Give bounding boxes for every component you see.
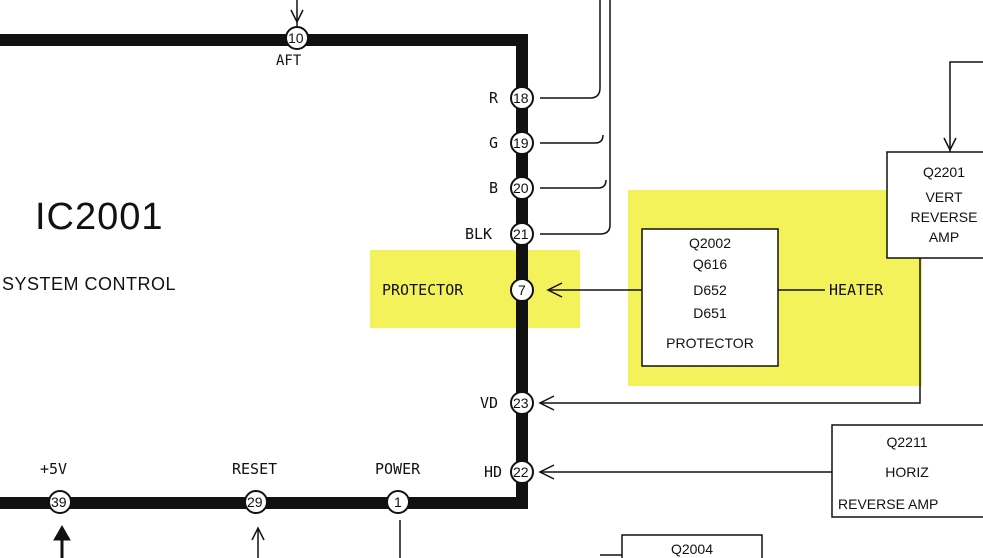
horiz-box-line-2: HORIZ (885, 464, 929, 480)
vert-box-line-2: VERT (925, 189, 963, 205)
pin-number-power: 1 (394, 494, 402, 510)
pin-circle-reset (244, 490, 268, 514)
pin-label-reset: RESET (232, 460, 278, 478)
vert-box-line-4: AMP (928, 229, 960, 245)
pin-label-blk: BLK (465, 225, 493, 243)
pin-number-hd: 22 (513, 464, 529, 480)
pin-number-vd: 23 (513, 395, 529, 411)
pin-label-vd: VD (480, 394, 499, 412)
heater-label: HEATER (829, 281, 884, 299)
pin-label-g: G (489, 134, 499, 152)
pin-label-power: POWER (375, 460, 421, 478)
pin-circle-hd (510, 460, 534, 484)
vert-box (886, 151, 983, 259)
vert-box-line-1: Q2201 (922, 164, 966, 180)
pin-number-r: 18 (513, 90, 529, 106)
pin-number-aft: 10 (288, 30, 304, 46)
pin-circle-vd (510, 391, 534, 415)
pin-circle-blk (510, 222, 534, 246)
ic-border (0, 34, 528, 509)
ic-subtitle: SYSTEM CONTROL (2, 274, 177, 294)
pin-number-protector: 7 (518, 282, 526, 298)
horiz-box-line-3: REVERSE AMP (838, 496, 939, 512)
protector-box-line-5: PROTECTOR (666, 335, 754, 351)
pin-circle-power (386, 490, 410, 514)
protector-box-line-4: D651 (693, 305, 727, 321)
pin-number-reset: 29 (247, 494, 263, 510)
pin-label-b: B (489, 179, 499, 197)
pin-number-blk: 21 (513, 226, 529, 242)
pin-circle-plus5v (48, 490, 72, 514)
protector-box (641, 228, 779, 367)
pin-circle-b (510, 176, 534, 200)
highlight-protector-pin (370, 250, 580, 328)
protector-box-line-1: Q2002 (688, 235, 732, 251)
pin-label-hd: HD (484, 463, 503, 481)
pin-number-plus5v: 39 (51, 494, 67, 510)
pin-label-plus5v: +5V (40, 460, 68, 478)
pin-number-g: 19 (513, 135, 529, 151)
horiz-box-line-1: Q2211 (886, 434, 928, 450)
pin-label-aft: AFT (276, 53, 302, 69)
vert-box-line-3: REVERSE (910, 209, 978, 225)
pin-circle-aft (285, 26, 309, 50)
pin-label-r: R (489, 89, 499, 107)
bottom-box-line-1: Q2004 (670, 541, 714, 557)
pin-circle-g (510, 131, 534, 155)
horiz-box (831, 424, 983, 518)
pin-number-b: 20 (513, 180, 529, 196)
ic-title: IC2001 (35, 196, 164, 238)
pin-circle-protector (510, 278, 534, 302)
protector-box-line-3: D652 (693, 282, 727, 298)
pin-circle-r (510, 86, 534, 110)
protector-box-line-2: Q616 (692, 256, 728, 272)
pin-label-protector: PROTECTOR (382, 281, 464, 299)
